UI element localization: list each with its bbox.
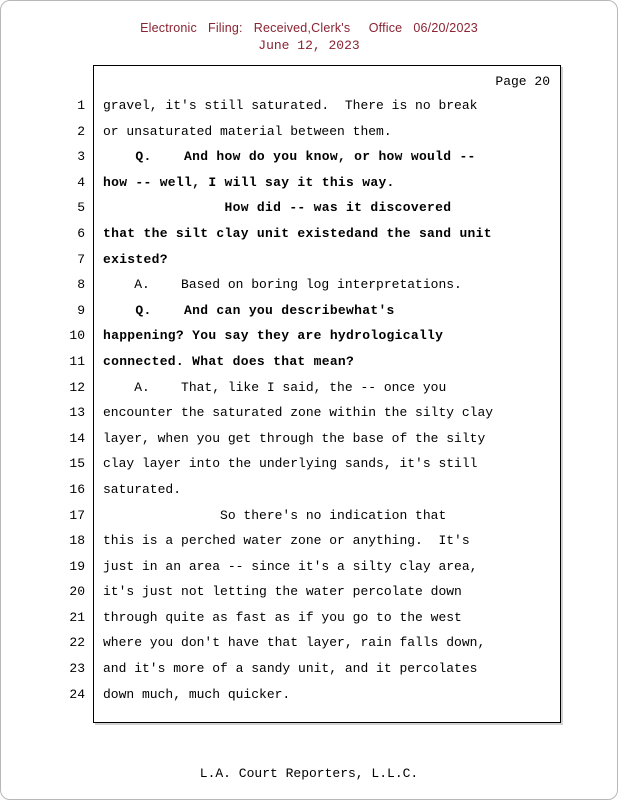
transcript-line: 19 just in an area -- since it's a silty … [19,554,617,580]
line-number: 2 [77,123,85,139]
line-text: and it's more of a sandy unit, and it pe… [103,661,478,677]
transcript-line: 10 happening? You say they are hydrologic… [19,323,617,349]
line-number: 18 [69,533,85,549]
line-number: 7 [77,251,85,267]
line-number: 10 [69,328,85,344]
transcript-line: 20 it's just not letting the water percol… [19,579,617,605]
line-text: A. Based on boring log interpretations. [103,277,462,293]
line-text: encounter the saturated zone within the … [103,405,494,421]
transcript-line: 21 through quite as fast as if you go to … [19,605,617,631]
line-number: 3 [77,149,85,165]
line-number: 23 [69,661,85,677]
transcript-line: 6 that the silt clay unit existedand the … [19,221,617,247]
line-text: How did -- was it discovered [103,200,452,216]
page-number-label: Page 20 [495,74,550,89]
line-number: 19 [69,558,85,574]
transcript-line: 7 existed? [19,247,617,273]
transcript-line: 14 layer, when you get through the base o… [19,426,617,452]
line-text: or unsaturated material between them. [103,123,392,139]
deposition-date: June 12, 2023 [258,38,360,53]
line-text: down much, much quicker. [103,686,291,702]
footer-company: L.A. Court Reporters, L.L.C. [199,766,419,781]
line-number: 22 [69,635,85,651]
line-text: gravel, it's still saturated. There is n… [103,98,478,113]
transcript-line: 22 where you don't have that layer, rain … [19,630,617,656]
transcript-line: 13 encounter the saturated zone within th… [19,400,617,426]
line-text: layer, when you get through the base of … [103,430,486,446]
transcript-line: 12 A. That, like I said, the -- once you [19,375,617,401]
line-text: this is a perched water zone or anything… [103,533,470,549]
transcript-line: 5 How did -- was it discovered [19,195,617,221]
transcript-line: 11 connected. What does that mean? [19,349,617,375]
transcript-line: 15 clay layer into the underlying sands, … [19,451,617,477]
line-number: 17 [69,507,85,523]
line-text: existed? [103,251,168,267]
line-text: that the silt clay unit existedand the s… [103,225,492,241]
transcript-line: 8 A. Based on boring log interpretations… [19,272,617,298]
line-text: connected. What does that mean? [103,353,355,369]
line-text: where you don't have that layer, rain fa… [103,635,486,651]
line-number: 9 [77,302,85,318]
transcript-line: 3 Q. And how do you know, or how would -… [19,144,617,170]
line-number: 12 [69,379,85,395]
line-text: So there's no indication that [103,507,447,523]
line-number: 24 [69,686,85,702]
line-number: 1 [77,98,85,113]
line-number: 6 [77,225,85,241]
line-number: 8 [77,277,85,293]
line-text: happening? You say they are hydrological… [103,328,444,344]
line-number: 13 [69,405,85,421]
transcript-line: 17 So there's no indication that [19,503,617,529]
line-text: A. That, like I said, the -- once you [103,379,447,395]
electronic-filing-stamp: Electronic Filing: Received,Clerk's Offi… [140,21,478,35]
line-text: just in an area -- since it's a silty cl… [103,558,478,574]
line-number: 20 [69,584,85,600]
transcript-line: 4 how -- well, I will say it this way. [19,170,617,196]
line-text: Q. And can you describewhat's [103,302,395,318]
line-number: 15 [69,456,85,472]
line-text: how -- well, I will say it this way. [103,174,395,190]
transcript-line: 1 gravel, it's still saturated. There is … [19,93,617,119]
line-number: 11 [69,353,85,369]
line-text: clay layer into the underlying sands, it… [103,456,478,472]
line-number: 4 [77,174,85,190]
transcript-line: 2 or unsaturated material between them. [19,119,617,145]
line-text: it's just not letting the water percolat… [103,584,462,600]
line-number: 5 [77,200,85,216]
line-number: 21 [69,609,85,625]
line-number: 16 [69,481,85,497]
reporter-footer: L.A. Court Reporters, L.L.C. 312-419-929… [1,734,617,799]
transcript-box: Page 20 [93,65,561,723]
line-text: Q. And how do you know, or how would -- [103,149,476,165]
transcript-lines: 1 gravel, it's still saturated. There is … [19,93,617,708]
transcript-line: 24 down much, much quicker. [19,682,617,708]
line-number: 14 [69,430,85,446]
filing-stamp: Electronic Filing: Received,Clerk's Offi… [1,21,617,53]
transcript-line: 9 Q. And can you describewhat's [19,298,617,324]
line-text: saturated. [103,481,182,497]
transcript-line: 18 this is a perched water zone or anythi… [19,528,617,554]
transcript-line: 16 saturated. [19,477,617,503]
transcript-line: 23 and it's more of a sandy unit, and it … [19,656,617,682]
line-text: through quite as fast as if you go to th… [103,609,462,625]
